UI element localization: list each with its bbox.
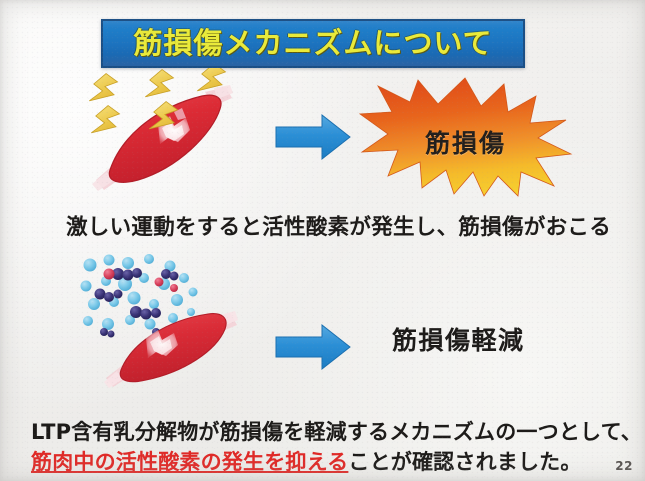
slide-title-text: 筋損傷メカニズムについて bbox=[133, 26, 493, 60]
top-right-arrow bbox=[274, 112, 352, 162]
lightning-bolt-icon bbox=[89, 73, 119, 102]
damaged-muscle-illustration bbox=[74, 63, 274, 198]
damaged-muscle-svg bbox=[89, 63, 233, 191]
caption-upper-text: 激しい運動をすると活性酸素が発生し、筋損傷がおこる bbox=[66, 215, 612, 240]
slide-title-banner: 筋損傷メカニズムについて bbox=[101, 19, 525, 68]
molecule-spheres-dark bbox=[94, 268, 179, 338]
lightning-bolt-icon bbox=[145, 69, 175, 98]
conclusion-line-1: LTP含有乳分解物が筋損傷を軽減するメカニズムの一つとして、 bbox=[31, 420, 642, 444]
protected-muscle-illustration bbox=[96, 306, 246, 390]
starburst-icon bbox=[358, 77, 573, 197]
page-number: 22 bbox=[615, 459, 633, 473]
muscle-tear-icon bbox=[146, 330, 178, 358]
lightning-bolt-icon bbox=[149, 101, 179, 130]
molecule-spheres-accent bbox=[103, 268, 178, 292]
right-arrow-icon bbox=[275, 323, 351, 371]
muscle-icon bbox=[104, 311, 238, 388]
result-label-text: 筋損傷軽減 bbox=[392, 326, 525, 355]
muscle-tear-icon bbox=[158, 108, 190, 144]
lightning-bolt-icon bbox=[91, 105, 121, 134]
conclusion-line-2: 筋肉中の活性酸素の発生を抑えることが確認されました。 bbox=[31, 450, 582, 474]
molecule-cluster-icon bbox=[80, 254, 198, 338]
muscle-damage-burst: 筋損傷 bbox=[358, 76, 573, 198]
conclusion-tail-text: ことが確認されました。 bbox=[348, 450, 582, 474]
conclusion-highlight-text: 筋肉中の活性酸素の発生を抑える bbox=[31, 450, 349, 474]
bottom-right-arrow bbox=[274, 322, 352, 372]
lightning-bolt-icon bbox=[197, 63, 227, 92]
right-arrow-icon bbox=[275, 113, 351, 161]
molecule-cluster-illustration bbox=[78, 254, 200, 338]
